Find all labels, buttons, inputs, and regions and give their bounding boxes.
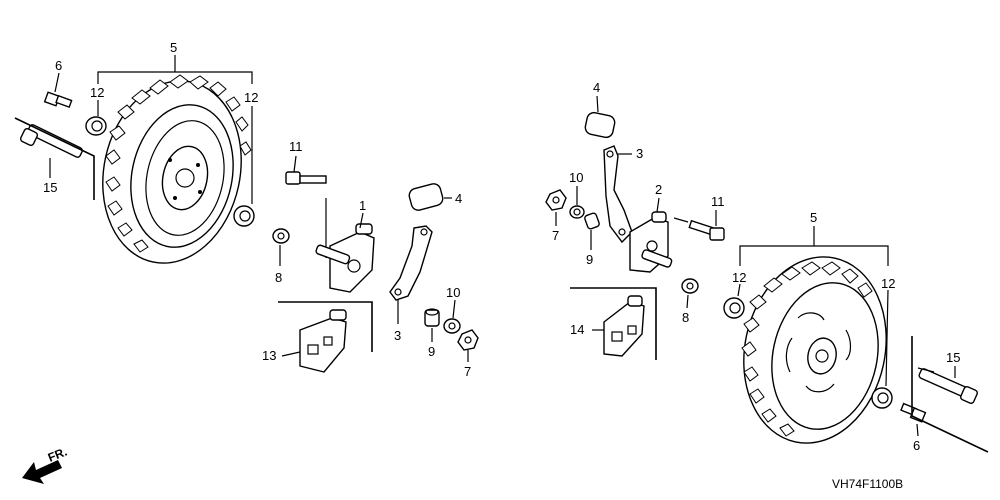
callout-7-right: 7 [552, 228, 559, 243]
front-direction-arrow: FR. [22, 445, 69, 484]
left-wheel-bracket [97, 55, 253, 204]
callout-12-right-b: 12 [881, 276, 895, 291]
right-washer-8 [681, 278, 699, 309]
right-shaft-15 [911, 336, 989, 453]
callout-15-left: 15 [43, 180, 57, 195]
left-wheel [102, 74, 252, 264]
left-knob-4 [408, 183, 452, 211]
left-shaft-15 [14, 117, 95, 200]
right-knob-4 [584, 95, 616, 139]
right-bolt-11 [673, 210, 725, 241]
callout-9-right: 9 [586, 252, 593, 267]
left-nut-7 [457, 329, 479, 362]
callout-3-right: 3 [636, 146, 643, 161]
callout-5-left: 5 [170, 40, 177, 55]
right-hub-cap-b [871, 387, 893, 409]
callout-13: 13 [262, 348, 276, 363]
callout-12-right-a: 12 [732, 270, 746, 285]
callout-3-left: 3 [394, 328, 401, 343]
callout-12-left-a: 12 [90, 85, 104, 100]
callout-1: 1 [359, 198, 366, 213]
callout-10-left: 10 [446, 285, 460, 300]
right-collar-9 [584, 212, 600, 250]
right-nut-7 [545, 189, 567, 226]
left-bolt-11 [285, 155, 327, 258]
height-lever-1 [315, 212, 375, 293]
left-hub-cap-a [85, 116, 107, 136]
left-washer-8 [272, 228, 290, 266]
callout-8-left: 8 [275, 270, 282, 285]
diagram-code: VH74F1100B [832, 477, 903, 491]
callout-7-left: 7 [464, 364, 471, 379]
left-bolt-6 [43, 72, 73, 109]
callout-9-left: 9 [428, 344, 435, 359]
height-plate-14 [570, 287, 657, 360]
callout-14: 14 [570, 322, 584, 337]
right-lever-3 [603, 145, 633, 244]
left-lever-3 [389, 225, 433, 324]
callout-8-right: 8 [682, 310, 689, 325]
callout-5-right: 5 [810, 210, 817, 225]
height-lever-2 [629, 197, 673, 273]
callout-11-left: 11 [289, 139, 303, 154]
right-wheel [741, 256, 887, 444]
callout-4-left: 4 [455, 191, 462, 206]
right-washer-10 [569, 186, 585, 219]
callout-6-right: 6 [913, 438, 920, 453]
front-direction-label: FR. [46, 445, 69, 465]
right-wheel-bracket [737, 226, 889, 387]
callout-15-right: 15 [946, 350, 960, 365]
left-collar-9 [424, 308, 440, 342]
right-hub-cap-a [723, 297, 745, 319]
callout-6-left: 6 [55, 58, 62, 73]
callout-labels: 5 12 12 6 15 11 1 4 8 3 10 9 7 13 4 3 10… [43, 40, 960, 491]
callout-10-right: 10 [569, 170, 583, 185]
right-bolt-6 [900, 402, 927, 437]
callout-12-left-b: 12 [244, 90, 258, 105]
left-hub-cap-b [233, 205, 255, 227]
callout-11-right: 11 [711, 194, 725, 209]
callout-4-right: 4 [593, 80, 600, 95]
height-plate-13 [278, 301, 373, 373]
left-washer-10 [443, 299, 461, 334]
callout-2: 2 [655, 182, 662, 197]
